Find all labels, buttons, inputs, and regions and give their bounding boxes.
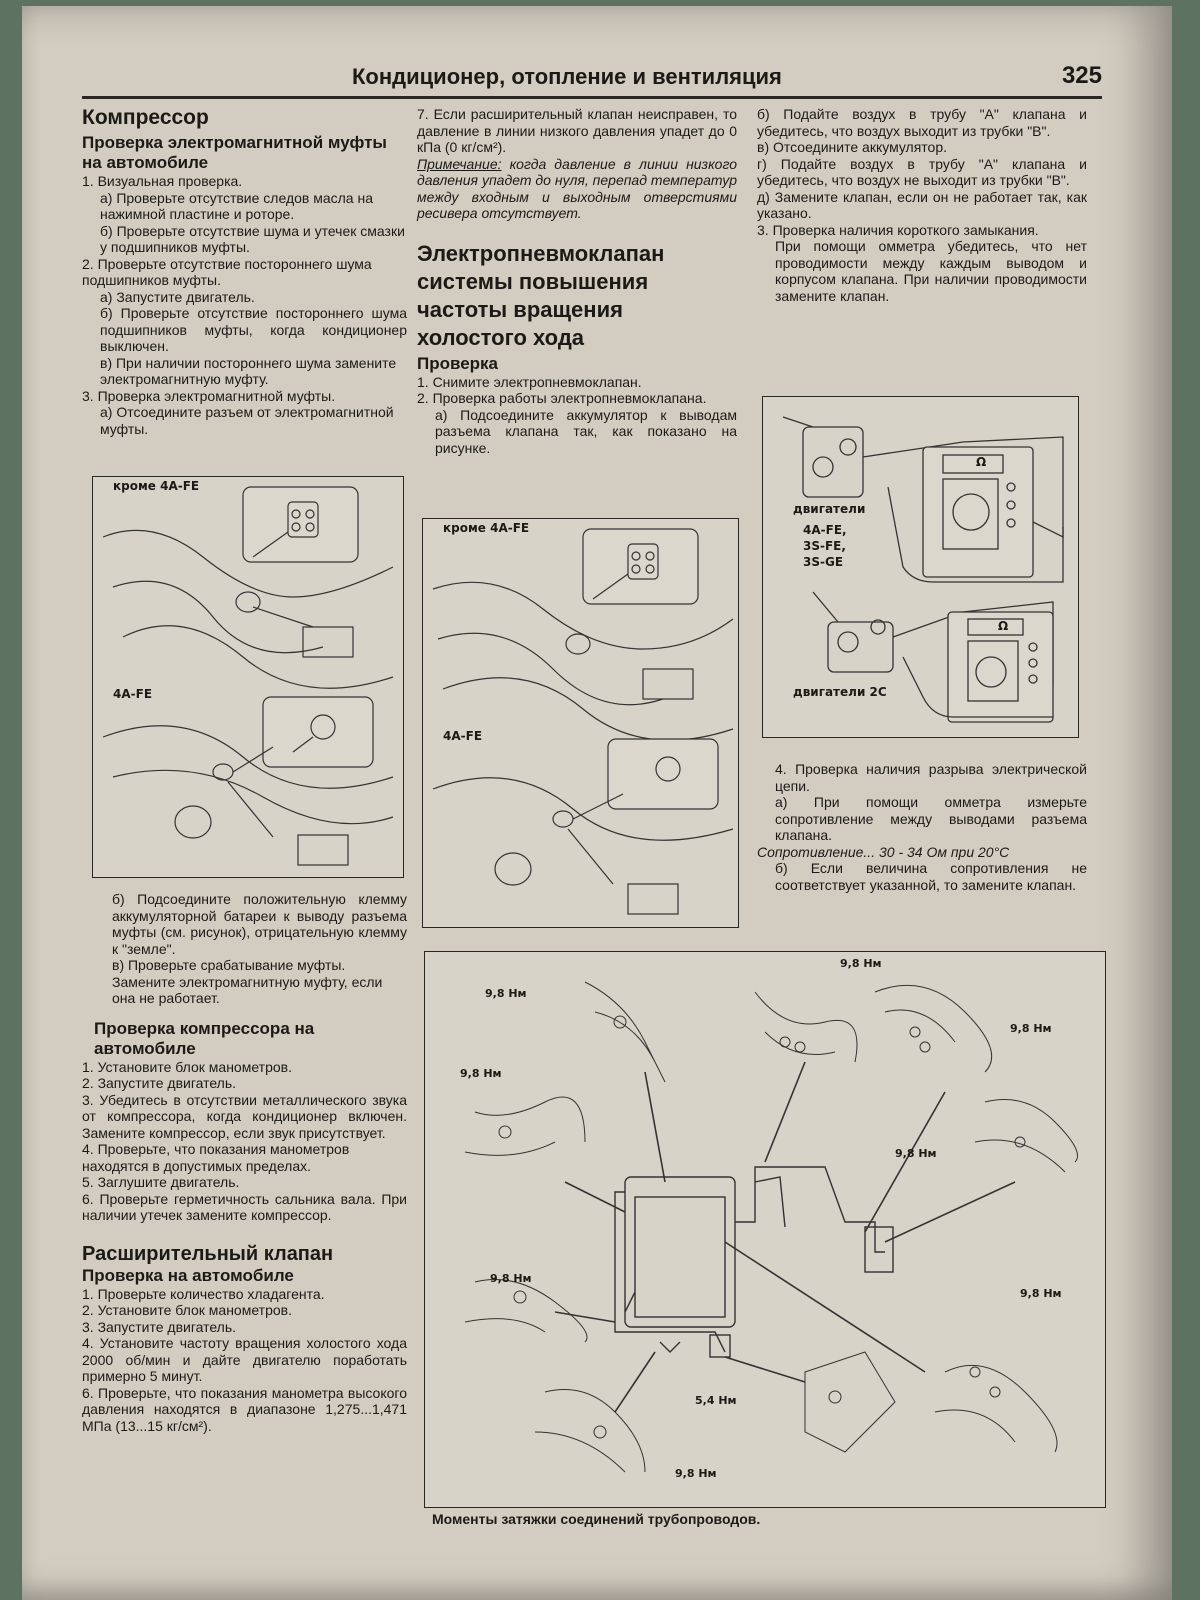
list-item: 1. Установите блок манометров.	[82, 1058, 292, 1075]
column-2: 7. Если расширительный клапан неисправен…	[417, 106, 737, 456]
figure-label: кроме 4A-FE	[113, 479, 200, 493]
list-item: 2. Проверьте отсутствие постороннего шум…	[82, 255, 372, 289]
ohmmeter-drawing	[782, 416, 1064, 723]
piping-diagram	[464, 981, 1078, 1473]
list-item: б) Проверьте отсутствие шума и утечек см…	[100, 222, 405, 256]
list-item: 3. Проверка наличия короткого замыкания.	[757, 221, 1039, 238]
figure-ohmmeter-check: Ω Ω двигатели 4A-FE, 3S-FE, 3S-GE двигат…	[762, 396, 1079, 738]
list-item: 3. Запустите двигатель.	[82, 1318, 237, 1335]
list-item: б) Если величина сопротивления не соотве…	[775, 860, 1087, 893]
list-item: 6. Проверьте, что показания манометра вы…	[82, 1384, 407, 1434]
list-item: а) Запустите двигатель.	[100, 288, 255, 305]
figure-solenoid-connector: кроме 4A-FE 4A-FE	[422, 518, 739, 928]
note: Примечание: когда давление в линии низко…	[417, 156, 737, 222]
list-item: 4. Проверка наличия разрыва электрическо…	[775, 761, 1087, 794]
list-item: б) Проверьте отсутствие постороннего шум…	[100, 305, 407, 354]
section-title-solenoid: Электропневмоклапан системы повышения ча…	[417, 240, 665, 350]
engine-list: 4A-FE, 3S-FE, 3S-GE	[803, 523, 847, 569]
ohm-symbol: Ω	[976, 455, 987, 469]
figure-label: 4A-FE	[113, 687, 153, 701]
subsection-title: Проверка компрессора на автомобиле	[94, 1018, 315, 1058]
torque-label: 9,8 Нм	[895, 1147, 937, 1160]
list-item: г) Подайте воздух в трубу "А" клапана и …	[757, 155, 1087, 189]
torque-label: 9,8 Нм	[1020, 1287, 1062, 1300]
spec-value: ... 30 - 34 Ом при 20°С	[863, 843, 1010, 860]
torque-label: 9,8 Нм	[485, 987, 527, 1000]
section-title-valve: Расширительный клапан	[82, 1242, 334, 1265]
list-item: 6. Проверьте герметичность сальника вала…	[82, 1190, 407, 1224]
spec-label: Сопротивление	[757, 843, 864, 860]
list-item: 2. Установите блок манометров.	[82, 1302, 292, 1318]
book-page: Кондиционер, отопление и вентиляция 325 …	[22, 6, 1172, 1600]
engine-drawing	[102, 486, 394, 866]
list-item: в) При наличии постороннего шума заменит…	[100, 354, 397, 388]
list-item: а) При помощи омметра измерьте сопротивл…	[775, 794, 1087, 843]
subsection-title: Проверка электромагнитной муфты на автом…	[82, 133, 387, 172]
column-1: Компрессор Проверка электромагнитной муф…	[82, 106, 407, 437]
list-item: а) Проверьте отсутствие следов масла на …	[100, 189, 373, 223]
figure-pipe-torques: 9,8 Нм 9,8 Нм 9,8 Нм 9,8 Нм 9,8 Нм 9,8 Н…	[424, 951, 1106, 1508]
engine-label: двигатели 2C	[793, 685, 887, 699]
list-item: 3. Убедитесь в отсутствии металлического…	[82, 1091, 407, 1141]
figure-caption: Моменты затяжки соединений трубопроводов…	[432, 1511, 761, 1527]
column-3: б) Подайте воздух в трубу "А" клапана и …	[757, 106, 1087, 304]
list-item: 2. Проверка работы электропневмоклапана.	[417, 390, 707, 406]
subsection-title: Проверка	[417, 353, 499, 373]
figure-label: кроме 4A-FE	[443, 521, 530, 535]
list-item: 4. Установите частоту вращения холостого…	[82, 1335, 407, 1384]
note-text: когда давление в линии низкого давления …	[417, 155, 737, 222]
torque-label: 9,8 Нм	[840, 957, 882, 970]
list-item: 1. Проверьте количество хладагента.	[82, 1285, 325, 1302]
figure-label: 4A-FE	[443, 729, 483, 743]
column-3-continued: 4. Проверка наличия разрыва электрическо…	[757, 761, 1087, 893]
page-number: 325	[1061, 62, 1102, 89]
engine-label: двигатели	[793, 502, 866, 516]
list-item: При помощи омметра убедитесь, что нет пр…	[775, 238, 1087, 304]
figure-clutch-connector: кроме 4A-FE 4A-FE	[92, 476, 404, 878]
column-1-continued: б) Подсоедините положительную клемму акк…	[82, 891, 407, 1434]
list-item: а) Подсоедините аккумулятор к выводам ра…	[435, 406, 737, 456]
subsection-title: Проверка на автомобиле	[82, 1265, 294, 1285]
list-item: б) Подайте воздух в трубу "А" клапана и …	[757, 106, 1087, 139]
ohm-symbol: Ω	[998, 619, 1009, 633]
list-item: 1. Снимите электропневмоклапан.	[417, 373, 642, 390]
torque-label: 9,8 Нм	[675, 1467, 717, 1480]
torque-label: 9,8 Нм	[460, 1067, 502, 1080]
list-item: 5. Заглушите двигатель.	[82, 1174, 240, 1190]
list-item: в) Отсоедините аккумулятор.	[757, 139, 948, 155]
page-header: Кондиционер, отопление и вентиляция 325	[82, 58, 1102, 99]
list-item: а) Отсоедините разъем от электромагнитно…	[100, 404, 394, 437]
list-item: 7. Если расширительный клапан неисправен…	[417, 106, 737, 155]
section-title-compressor: Компрессор	[82, 106, 209, 129]
list-item: д) Замените клапан, если он не работает …	[757, 188, 1087, 222]
list-item: 1. Визуальная проверка.	[82, 173, 243, 189]
torque-label: 5,4 Нм	[695, 1394, 737, 1407]
list-item: 4. Проверьте, что показания манометров н…	[82, 1141, 350, 1174]
spec-line: Сопротивление... 30 - 34 Ом при 20°С	[757, 844, 1087, 861]
list-item: б) Подсоедините положительную клемму акк…	[112, 891, 407, 957]
note-label: Примечание:	[417, 155, 502, 172]
engine-drawing	[432, 528, 734, 915]
list-item: 3. Проверка электромагнитной муфты.	[82, 387, 336, 404]
list-item: в) Проверьте срабатывание муфты. Заменит…	[112, 957, 383, 1006]
torque-label: 9,8 Нм	[1010, 1022, 1052, 1035]
list-item: 2. Запустите двигатель.	[82, 1075, 237, 1091]
torque-label: 9,8 Нм	[490, 1272, 532, 1285]
running-title: Кондиционер, отопление и вентиляция	[352, 64, 782, 89]
